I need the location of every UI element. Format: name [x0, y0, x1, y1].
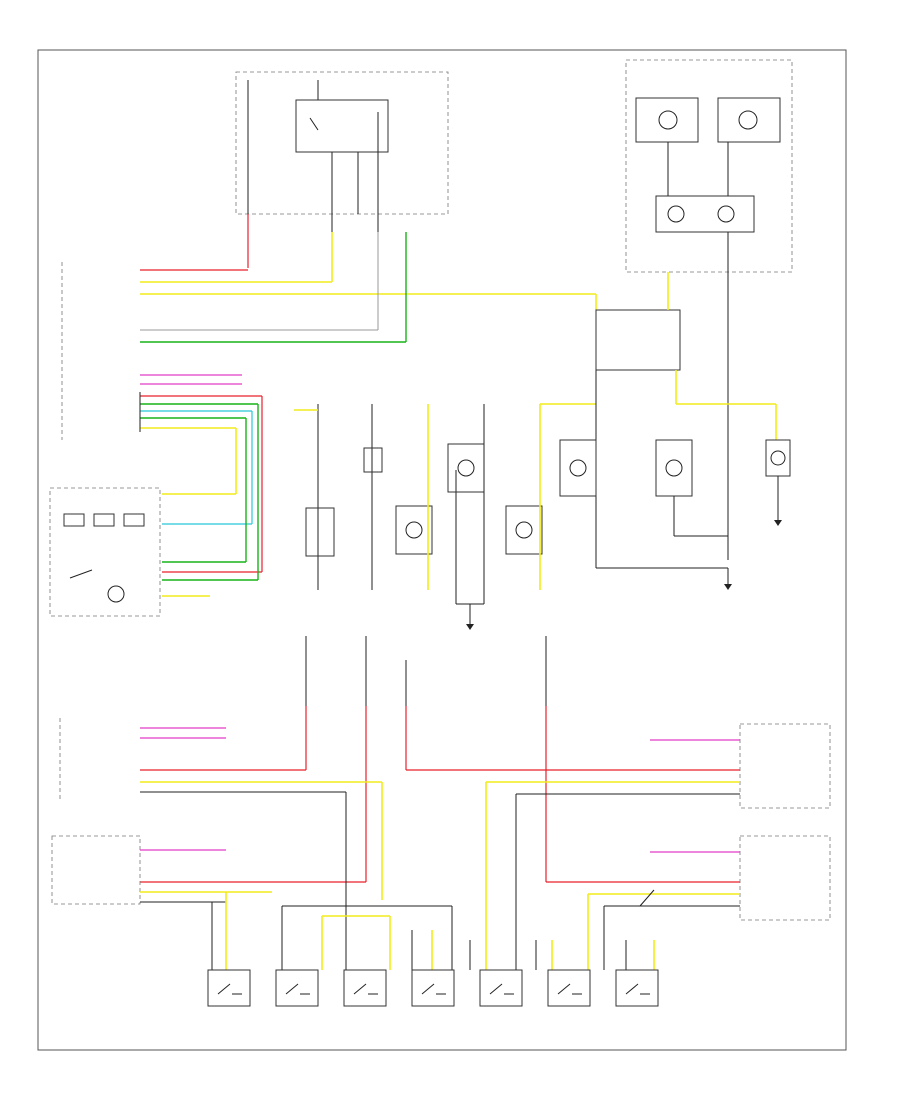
bottom-switch-7: [615, 969, 659, 1007]
right-middle-components: [559, 272, 791, 590]
driver-door-module: [59, 718, 382, 970]
body-control-module: [61, 214, 597, 440]
bottom-switch-2: [275, 969, 319, 1007]
ground-symbol-icon: [774, 520, 782, 526]
fuse-relay-block: [235, 71, 449, 232]
switch-box: [547, 969, 591, 1007]
bottom-switch-6: [547, 969, 591, 1007]
ground-symbol-icon: [466, 624, 474, 630]
driver-memory-switch: [49, 396, 263, 617]
bottom-switch-5: [479, 969, 523, 1007]
ground-symbol-icon: [724, 584, 732, 590]
bottom-switch-4: [411, 969, 455, 1007]
switch-box: [275, 969, 319, 1007]
switch-contact: [285, 983, 299, 995]
switch-box: [207, 969, 251, 1007]
switch-contact: [489, 983, 503, 995]
switch-contact: [353, 983, 367, 995]
switch-box: [411, 969, 455, 1007]
passenger-door-module: [485, 723, 831, 970]
switch-contact: [557, 983, 571, 995]
middle-actuators: [294, 403, 596, 630]
right-rear-door-module: [587, 835, 831, 970]
switch-box: [615, 969, 659, 1007]
bottom-switch-1: [207, 969, 251, 1007]
switch-contact: [421, 983, 435, 995]
switch-contact: [625, 983, 639, 995]
switch-contact: [217, 983, 231, 995]
bottom-switch-row: [207, 969, 659, 1007]
left-rear-door-module: [51, 835, 272, 970]
switch-box: [479, 969, 523, 1007]
bottom-switch-3: [343, 969, 387, 1007]
bottom-bus: [281, 782, 655, 970]
switch-box: [343, 969, 387, 1007]
fuse-feeds: [140, 636, 740, 883]
diagram-frame: [37, 49, 847, 1051]
outside-mirror-block: [625, 59, 793, 560]
